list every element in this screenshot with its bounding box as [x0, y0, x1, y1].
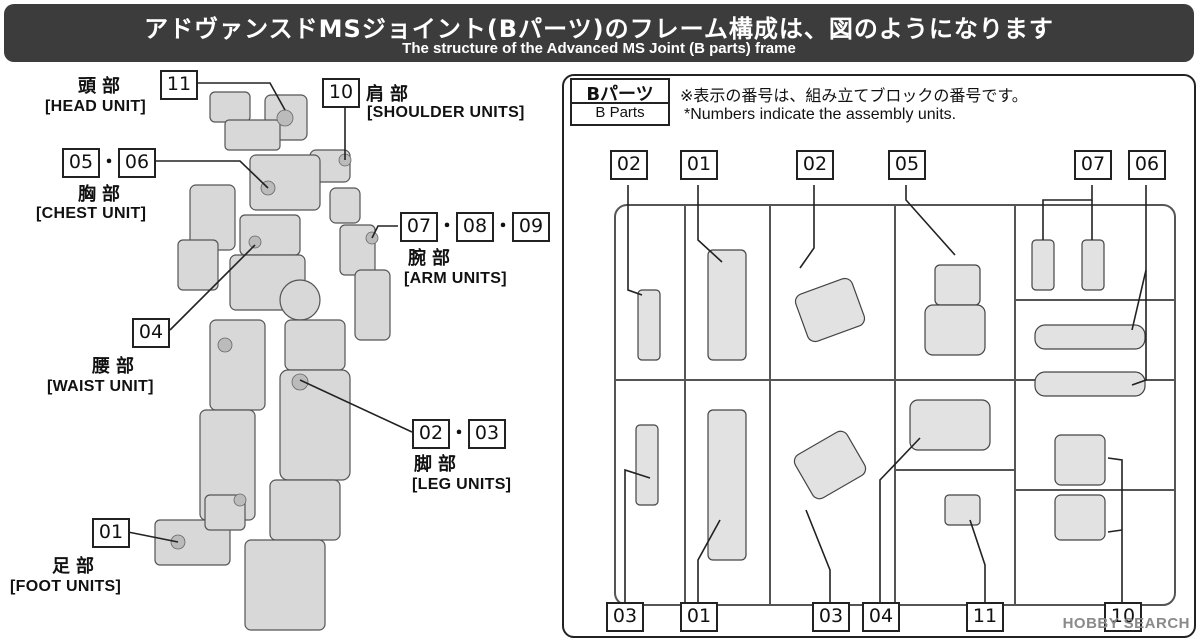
- runner-top-label: 06: [1128, 150, 1166, 180]
- arm-unit-number-2: 08: [456, 212, 494, 242]
- title-english: The structure of the Advanced MS Joint (…: [402, 40, 796, 57]
- leg-separator: ・: [450, 423, 468, 444]
- arm-unit-jp: 腕部: [408, 248, 456, 269]
- arm-unit-en: [ARM UNITS]: [404, 270, 507, 287]
- runner-top-label: 07: [1074, 150, 1112, 180]
- b-parts-note-jp: ※表示の番号は、組み立てブロックの番号です。: [680, 86, 1028, 105]
- b-parts-note-en: *Numbers indicate the assembly units.: [684, 106, 957, 123]
- foot-unit-jp: 足部: [52, 556, 100, 577]
- leg-unit-number-1: 02: [412, 419, 450, 449]
- chest-unit-number-2: 06: [118, 148, 156, 178]
- shoulder-unit-jp: 肩部: [366, 84, 414, 105]
- b-parts-tag: Bパーツ B Parts: [570, 78, 670, 126]
- shoulder-unit-en: [SHOULDER UNITS]: [367, 104, 525, 121]
- arm-separator-2: ・: [494, 216, 512, 237]
- shoulder-unit-number: 10: [322, 78, 360, 108]
- b-parts-tag-en: B Parts: [572, 102, 668, 126]
- arm-separator-1: ・: [438, 216, 456, 237]
- chest-unit-jp: 胸部: [78, 184, 126, 205]
- b-parts-panel: [562, 74, 1196, 638]
- runner-top-label: 01: [680, 150, 718, 180]
- head-unit-en: [HEAD UNIT]: [45, 98, 147, 115]
- runner-bottom-label: 03: [606, 602, 644, 632]
- title-japanese: アドヴァンスドMSジョイント(Bパーツ)のフレーム構成は、図のようになります: [144, 15, 1054, 43]
- chest-unit-en: [CHEST UNIT]: [36, 205, 147, 222]
- chest-unit-number-1: 05: [62, 148, 100, 178]
- waist-unit-jp: 腰部: [92, 356, 140, 377]
- leg-unit-number-2: 03: [468, 419, 506, 449]
- runner-bottom-label: 04: [862, 602, 900, 632]
- foot-unit-en: [FOOT UNITS]: [10, 578, 122, 595]
- waist-unit-en: [WAIST UNIT]: [47, 378, 154, 395]
- runner-bottom-label: 10: [1104, 602, 1142, 632]
- runner-top-label: 05: [888, 150, 926, 180]
- foot-unit-number: 01: [92, 518, 130, 548]
- leg-unit-en: [LEG UNITS]: [412, 476, 512, 493]
- waist-unit-number: 04: [132, 318, 170, 348]
- runner-bottom-label: 11: [966, 602, 1004, 632]
- chest-separator: ・: [100, 152, 118, 173]
- head-unit-jp: 頭部: [78, 76, 126, 97]
- arm-unit-number-3: 09: [512, 212, 550, 242]
- runner-top-label: 02: [610, 150, 648, 180]
- runner-top-label: 02: [796, 150, 834, 180]
- arm-unit-number-1: 07: [400, 212, 438, 242]
- header-banner: アドヴァンスドMSジョイント(Bパーツ)のフレーム構成は、図のようになります T…: [4, 4, 1194, 62]
- leg-unit-jp: 脚部: [414, 454, 462, 475]
- watermark-logo: HOBBY SEARCH: [1062, 615, 1190, 632]
- head-unit-number: 11: [160, 70, 198, 100]
- runner-bottom-label: 01: [680, 602, 718, 632]
- runner-bottom-label: 03: [812, 602, 850, 632]
- b-parts-tag-jp: Bパーツ: [586, 84, 654, 105]
